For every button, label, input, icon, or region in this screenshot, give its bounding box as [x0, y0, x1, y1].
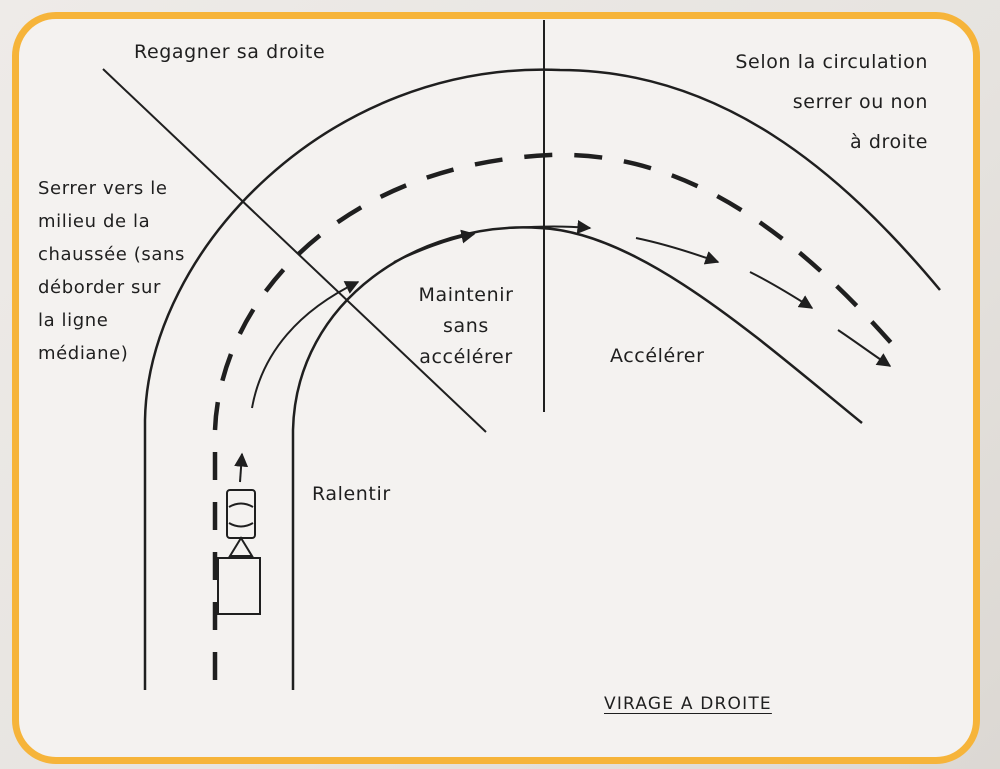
label-serrer-line-1: Serrer vers le — [38, 178, 168, 199]
label-selon-line-1: Selon la circulation — [735, 51, 928, 73]
trajectory-arrows — [234, 220, 892, 483]
zone-divider-diagonal — [102, 68, 487, 433]
diagram-caption: VIRAGE A DROITE — [604, 694, 772, 714]
trajectory-arrow-2 — [251, 281, 360, 409]
label-selon: Selon la circulation serrer ou non à dro… — [735, 42, 928, 162]
road-outer-edge — [143, 68, 941, 690]
label-maintenir-line-1: Maintenir — [418, 284, 514, 306]
trajectory-arrow-7 — [837, 329, 892, 367]
label-serrer: Serrer vers le milieu de la chaussée (sa… — [38, 172, 185, 370]
center-dashed-line — [212, 152, 895, 680]
trajectory-arrow-6 — [749, 271, 814, 309]
trajectory-arrow-5 — [635, 237, 720, 265]
tow-bar — [228, 536, 254, 557]
label-regagner: Regagner sa droite — [134, 41, 326, 63]
label-serrer-line-6: médiane) — [38, 343, 129, 364]
label-ralentir: Ralentir — [312, 483, 391, 505]
label-selon-line-3: à droite — [850, 131, 928, 153]
label-serrer-line-4: déborder sur — [38, 277, 162, 298]
trajectory-arrow-3 — [393, 229, 476, 263]
label-serrer-line-5: la ligne — [38, 310, 109, 331]
label-maintenir-line-3: accélérer — [419, 346, 513, 368]
label-accelerer: Accélérer — [610, 345, 705, 367]
trajectory-arrow-1 — [234, 452, 249, 483]
label-maintenir: Maintenir sans accélérer — [396, 280, 536, 373]
label-serrer-line-2: milieu de la — [38, 211, 151, 232]
label-maintenir-line-2: sans — [443, 315, 489, 337]
road-inner-edge — [291, 226, 863, 690]
trailer-icon — [217, 557, 261, 615]
label-serrer-line-3: chaussée (sans — [38, 244, 185, 265]
label-selon-line-2: serrer ou non — [792, 91, 928, 113]
vehicles — [217, 489, 261, 615]
car-rear-window — [228, 522, 254, 528]
car-windshield — [228, 502, 254, 508]
trajectory-arrow-4 — [509, 220, 592, 234]
car-icon — [226, 489, 256, 539]
